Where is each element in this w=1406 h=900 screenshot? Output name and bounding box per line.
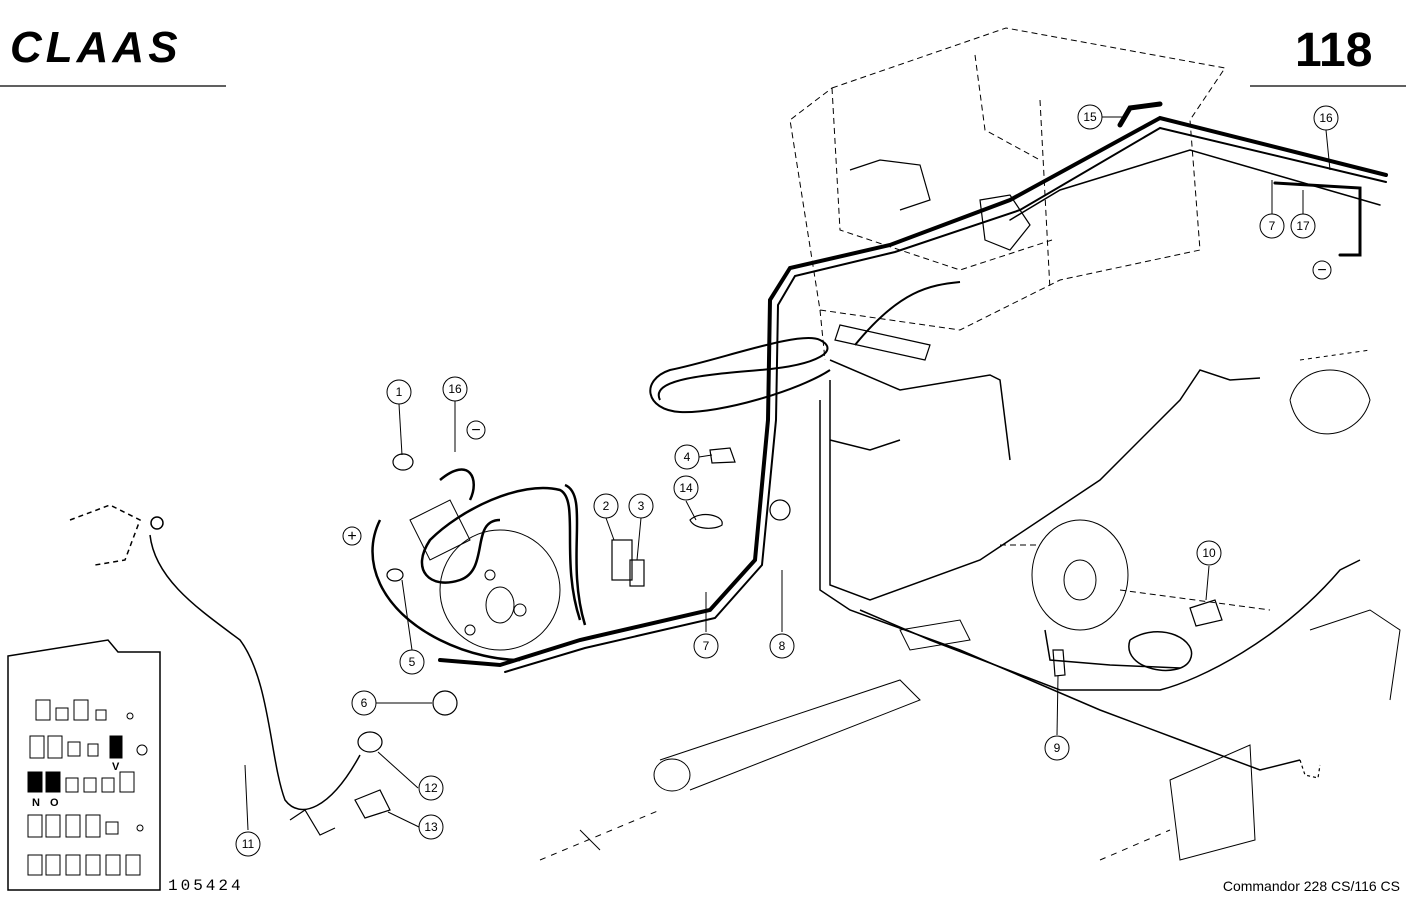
socket-12: [357, 731, 383, 753]
svg-text:+: +: [347, 528, 356, 545]
svg-text:5: 5: [409, 655, 416, 669]
callout-7b: 7: [693, 633, 719, 659]
svg-text:12: 12: [424, 781, 438, 795]
leader-lines: [244, 116, 1331, 831]
callout-10: 10: [1196, 540, 1222, 566]
fuse-row-5: [27, 854, 141, 876]
svg-text:17: 17: [1296, 219, 1310, 233]
svg-text:9: 9: [1054, 741, 1061, 755]
svg-text:−: −: [1317, 262, 1326, 279]
callout-16a: 16: [442, 376, 468, 402]
fuse-label-v: V: [112, 761, 120, 773]
header: CLAAS 118: [0, 23, 1406, 87]
svg-text:15: 15: [1083, 110, 1097, 124]
callout-14: 14: [673, 475, 699, 501]
callout-5: 5: [399, 649, 425, 675]
components: [289, 159, 1321, 836]
model-name: Commandor 228 CS/116 CS: [1223, 878, 1400, 894]
svg-text:4: 4: [684, 450, 691, 464]
frame-cylinders: [539, 619, 1256, 861]
fuse-row-1: [35, 699, 134, 721]
svg-text:6: 6: [361, 696, 368, 710]
callout-12: 12: [418, 775, 444, 801]
callouts: 1 16 15 16 7 17 4 14 2 3 5 6 7 8 10 9 11…: [235, 104, 1339, 857]
fuse-row-3: [27, 771, 135, 793]
callout-9: 9: [1044, 735, 1070, 761]
svg-text:7: 7: [703, 639, 710, 653]
switch-6: [432, 690, 458, 716]
loop-harness: [649, 281, 961, 414]
fuse-row-2: [29, 735, 148, 759]
callout-2: 2: [593, 493, 619, 519]
relay-2: [611, 539, 633, 581]
fuse-row-4: [27, 814, 144, 838]
page-number: 118: [1295, 24, 1372, 77]
engine-block: [409, 499, 561, 651]
bracket-11: [289, 809, 336, 836]
svg-text:11: 11: [242, 837, 255, 851]
svg-text:13: 13: [424, 820, 438, 834]
callout-4: 4: [674, 444, 700, 470]
switch-1: [392, 453, 414, 471]
callout-8: 8: [769, 633, 795, 659]
sensor-10: [1189, 599, 1223, 627]
callout-17: 17: [1290, 213, 1316, 239]
svg-text:14: 14: [679, 481, 693, 495]
svg-text:1: 1: [396, 385, 403, 399]
callout-7a: 7: [1259, 213, 1285, 239]
callout-16b: 16: [1313, 105, 1339, 131]
callout-13: 13: [418, 814, 444, 840]
polarity-symbols: − − +: [342, 260, 1332, 546]
callout-1: 1: [386, 379, 412, 405]
engine-harness: [371, 468, 587, 662]
fuse-label-n: N: [32, 797, 40, 809]
svg-text:−: −: [471, 422, 480, 439]
svg-text:3: 3: [638, 499, 645, 513]
callout-3: 3: [628, 493, 654, 519]
callout-15: 15: [1077, 104, 1103, 130]
left-cable: [69, 504, 361, 811]
fuse-panel: N O V: [7, 639, 161, 891]
clip-14: [689, 513, 723, 529]
sender-5: [386, 568, 404, 582]
fuse-label-o: O: [50, 797, 59, 809]
minus-symbol-upper: −: [1312, 260, 1332, 280]
rear-harness: [819, 359, 1361, 771]
brand-logo: CLAAS: [10, 23, 182, 72]
callout-6: 6: [351, 690, 377, 716]
plus-symbol-left: +: [342, 526, 362, 546]
rear-axle: [1000, 349, 1401, 701]
svg-text:16: 16: [1319, 111, 1333, 125]
sensor-9: [1052, 649, 1066, 677]
drawing-number: 105424: [168, 877, 244, 895]
grommet-8: [769, 499, 791, 521]
svg-text:16: 16: [448, 382, 462, 396]
svg-text:8: 8: [779, 639, 786, 653]
svg-text:2: 2: [603, 499, 610, 513]
main-harness: [438, 101, 1388, 673]
svg-text:7: 7: [1269, 219, 1276, 233]
clip-4: [709, 447, 736, 464]
bracket-13: [354, 789, 391, 819]
minus-symbol-left: −: [466, 420, 486, 440]
svg-text:10: 10: [1202, 546, 1216, 560]
callout-11: 11: [235, 831, 261, 857]
cab-outline: [789, 27, 1226, 361]
